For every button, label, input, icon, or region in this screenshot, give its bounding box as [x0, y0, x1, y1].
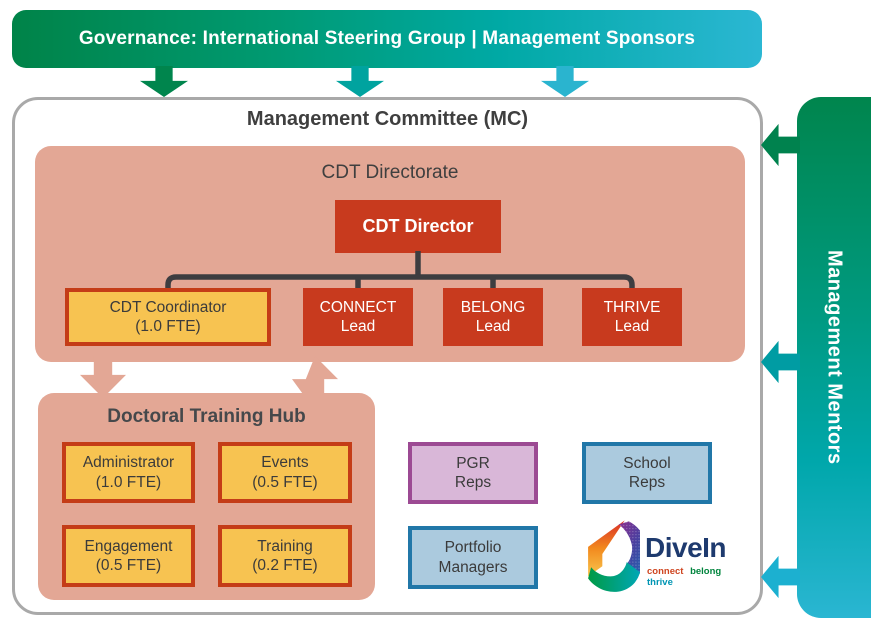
training-node: Training (0.2 FTE): [218, 525, 352, 587]
cdt-coordinator-node: CDT Coordinator (1.0 FTE): [65, 288, 271, 346]
divein-logo-mark-icon: [588, 520, 640, 592]
governance-down-arrow-1: [140, 66, 188, 97]
mentor-left-arrow-1: [761, 123, 800, 167]
events-label: Events: [261, 454, 309, 472]
management-mentors-banner: Management Mentors: [797, 97, 871, 618]
cdt-director-node: CDT Director: [335, 200, 501, 253]
thrive-lead-label: THRIVE: [603, 298, 661, 316]
training-label: Training: [257, 537, 313, 555]
tagline-belong: belong: [690, 566, 722, 577]
portfolio-managers-line2: Managers: [438, 558, 508, 576]
school-reps-line2: Reps: [628, 474, 666, 491]
doctoral-training-hub-title: Doctoral Training Hub: [107, 406, 306, 427]
tagline-thrive: thrive: [647, 577, 673, 588]
tagline-connect: connect: [647, 566, 684, 577]
thrive-lead-sub: Lead: [614, 318, 650, 335]
engagement-fte: (0.5 FTE): [95, 557, 162, 574]
cdt-director-label: CDT Director: [362, 216, 474, 236]
cdt-directorate-title: CDT Directorate: [321, 162, 459, 183]
governance-down-arrow-2: [336, 66, 384, 97]
events-fte: (0.5 FTE): [252, 473, 318, 491]
training-fte: (0.2 FTE): [252, 557, 318, 574]
connect-lead-node: CONNECT Lead: [303, 288, 413, 346]
administrator-node: Administrator (1.0 FTE): [62, 442, 195, 503]
management-committee-title: Management Committee (MC): [246, 108, 529, 130]
divein-logo-name: DiveIn: [645, 532, 727, 563]
portfolio-managers-node: Portfolio Managers: [408, 526, 538, 589]
school-reps-line1: School: [623, 454, 671, 472]
governance-banner: Governance: International Steering Group…: [12, 10, 762, 68]
pgr-reps-line2: Reps: [454, 474, 492, 491]
portfolio-managers-line1: Portfolio: [444, 539, 502, 557]
connect-lead-sub: Lead: [340, 318, 376, 335]
administrator-label: Administrator: [82, 454, 175, 472]
school-reps-node: School Reps: [582, 442, 712, 504]
belong-lead-sub: Lead: [475, 318, 511, 335]
engagement-label: Engagement: [84, 537, 173, 555]
belong-lead-node: BELONG Lead: [443, 288, 543, 346]
management-mentors-label: Management Mentors: [823, 250, 846, 465]
pgr-reps-line1: PGR: [456, 454, 490, 472]
administrator-fte: (1.0 FTE): [95, 473, 162, 491]
connect-lead-label: CONNECT: [319, 298, 397, 316]
divein-logo: DiveIn connect belong thrive: [583, 516, 753, 600]
mentor-left-arrow-3: [761, 555, 800, 599]
governance-down-arrow-3: [541, 66, 589, 97]
mentor-left-arrow-2: [761, 340, 800, 384]
cdt-coordinator-label: CDT Coordinator: [109, 298, 227, 316]
divein-logo-tagline: connect belong thrive: [647, 566, 753, 588]
governance-banner-label: Governance: International Steering Group…: [78, 28, 696, 49]
events-node: Events (0.5 FTE): [218, 442, 352, 503]
engagement-node: Engagement (0.5 FTE): [62, 525, 195, 587]
pgr-reps-node: PGR Reps: [408, 442, 538, 504]
cdt-coordinator-fte: (1.0 FTE): [135, 318, 201, 335]
thrive-lead-node: THRIVE Lead: [582, 288, 682, 346]
belong-lead-label: BELONG: [460, 298, 526, 316]
